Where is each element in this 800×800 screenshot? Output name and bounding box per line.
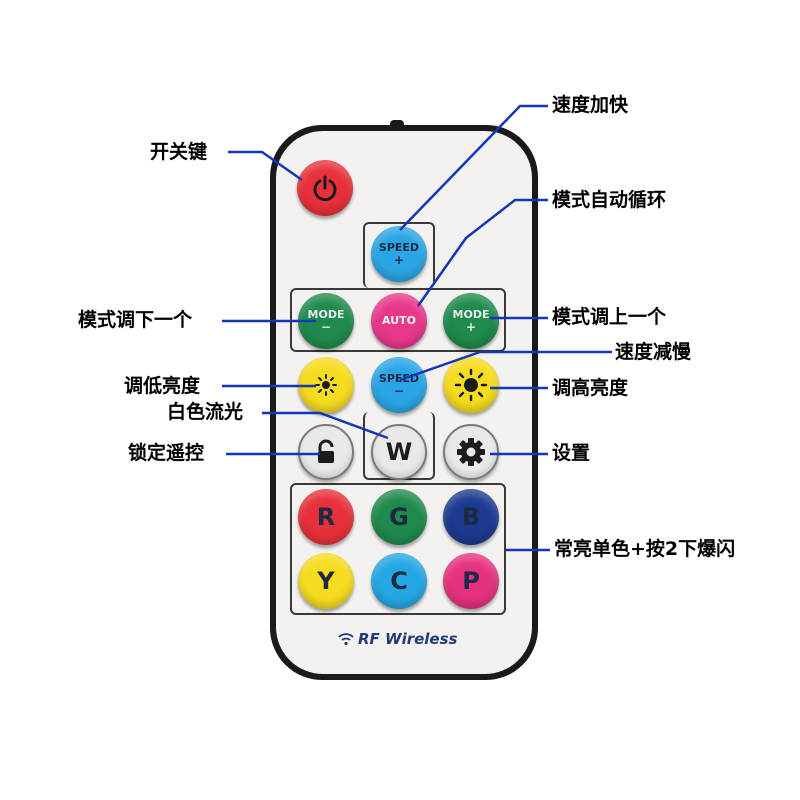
color-button-r[interactable]: R <box>298 489 354 545</box>
speed-down-sign: − <box>393 384 405 399</box>
label-lock: 锁定遥控 <box>128 442 205 464</box>
color-label-r: R <box>316 503 336 531</box>
label-auto-cycle: 模式自动循环 <box>552 189 667 211</box>
label-speed-down: 速度减慢 <box>615 341 692 363</box>
color-label-c: C <box>390 567 408 595</box>
auto-button[interactable]: AUTO <box>371 293 427 349</box>
color-label-p: P <box>462 567 480 595</box>
white-flow-button[interactable]: W <box>371 424 427 480</box>
brightness-down-button[interactable] <box>298 357 354 413</box>
mode-next-sign: + <box>465 320 477 335</box>
label-mode-next: 模式调上一个 <box>552 306 667 328</box>
label-power: 开关键 <box>150 141 208 163</box>
white-label: W <box>385 438 413 466</box>
label-settings: 设置 <box>552 442 591 464</box>
power-icon <box>313 175 337 202</box>
speed-up-label: SPEED <box>378 240 420 254</box>
gear-icon <box>457 438 485 466</box>
color-button-y[interactable]: Y <box>298 553 354 609</box>
brand-text: RF Wireless <box>358 630 458 648</box>
lock-icon <box>318 439 334 463</box>
remote-top-nub <box>390 120 404 128</box>
lock-button[interactable] <box>298 424 354 480</box>
mode-next-label: MODE <box>452 307 490 321</box>
color-button-c[interactable]: C <box>371 553 427 609</box>
speed-up-button[interactable]: SPEED + <box>371 226 427 282</box>
mode-prev-sign: − <box>320 320 332 335</box>
label-speed-up: 速度加快 <box>552 94 629 116</box>
sun-large-icon <box>454 368 488 402</box>
power-button[interactable] <box>297 160 353 216</box>
speed-down-button[interactable]: SPEED − <box>371 357 427 413</box>
color-button-g[interactable]: G <box>371 489 427 545</box>
label-solid-colors: 常亮单色+按2下爆闪 <box>554 538 736 560</box>
mode-prev-label: MODE <box>307 307 345 321</box>
color-button-b[interactable]: B <box>443 489 499 545</box>
label-dim: 调低亮度 <box>124 375 201 397</box>
mode-prev-button[interactable]: MODE − <box>298 293 354 349</box>
speed-up-sign: + <box>393 253 405 268</box>
color-label-b: B <box>461 503 481 531</box>
auto-label: AUTO <box>382 313 416 327</box>
brand-logo: RF Wireless <box>338 630 457 648</box>
color-label-g: G <box>389 503 409 531</box>
settings-button[interactable] <box>443 424 499 480</box>
sun-small-icon <box>315 374 337 396</box>
brightness-up-button[interactable] <box>443 357 499 413</box>
label-mode-prev: 模式调下一个 <box>78 309 193 331</box>
wifi-icon <box>338 633 354 646</box>
label-brighten: 调高亮度 <box>552 377 629 399</box>
color-button-p[interactable]: P <box>443 553 499 609</box>
color-grid-frame <box>290 483 506 615</box>
label-white-flow: 白色流光 <box>167 401 244 423</box>
color-label-y: Y <box>317 567 335 595</box>
mode-next-button[interactable]: MODE + <box>443 293 499 349</box>
